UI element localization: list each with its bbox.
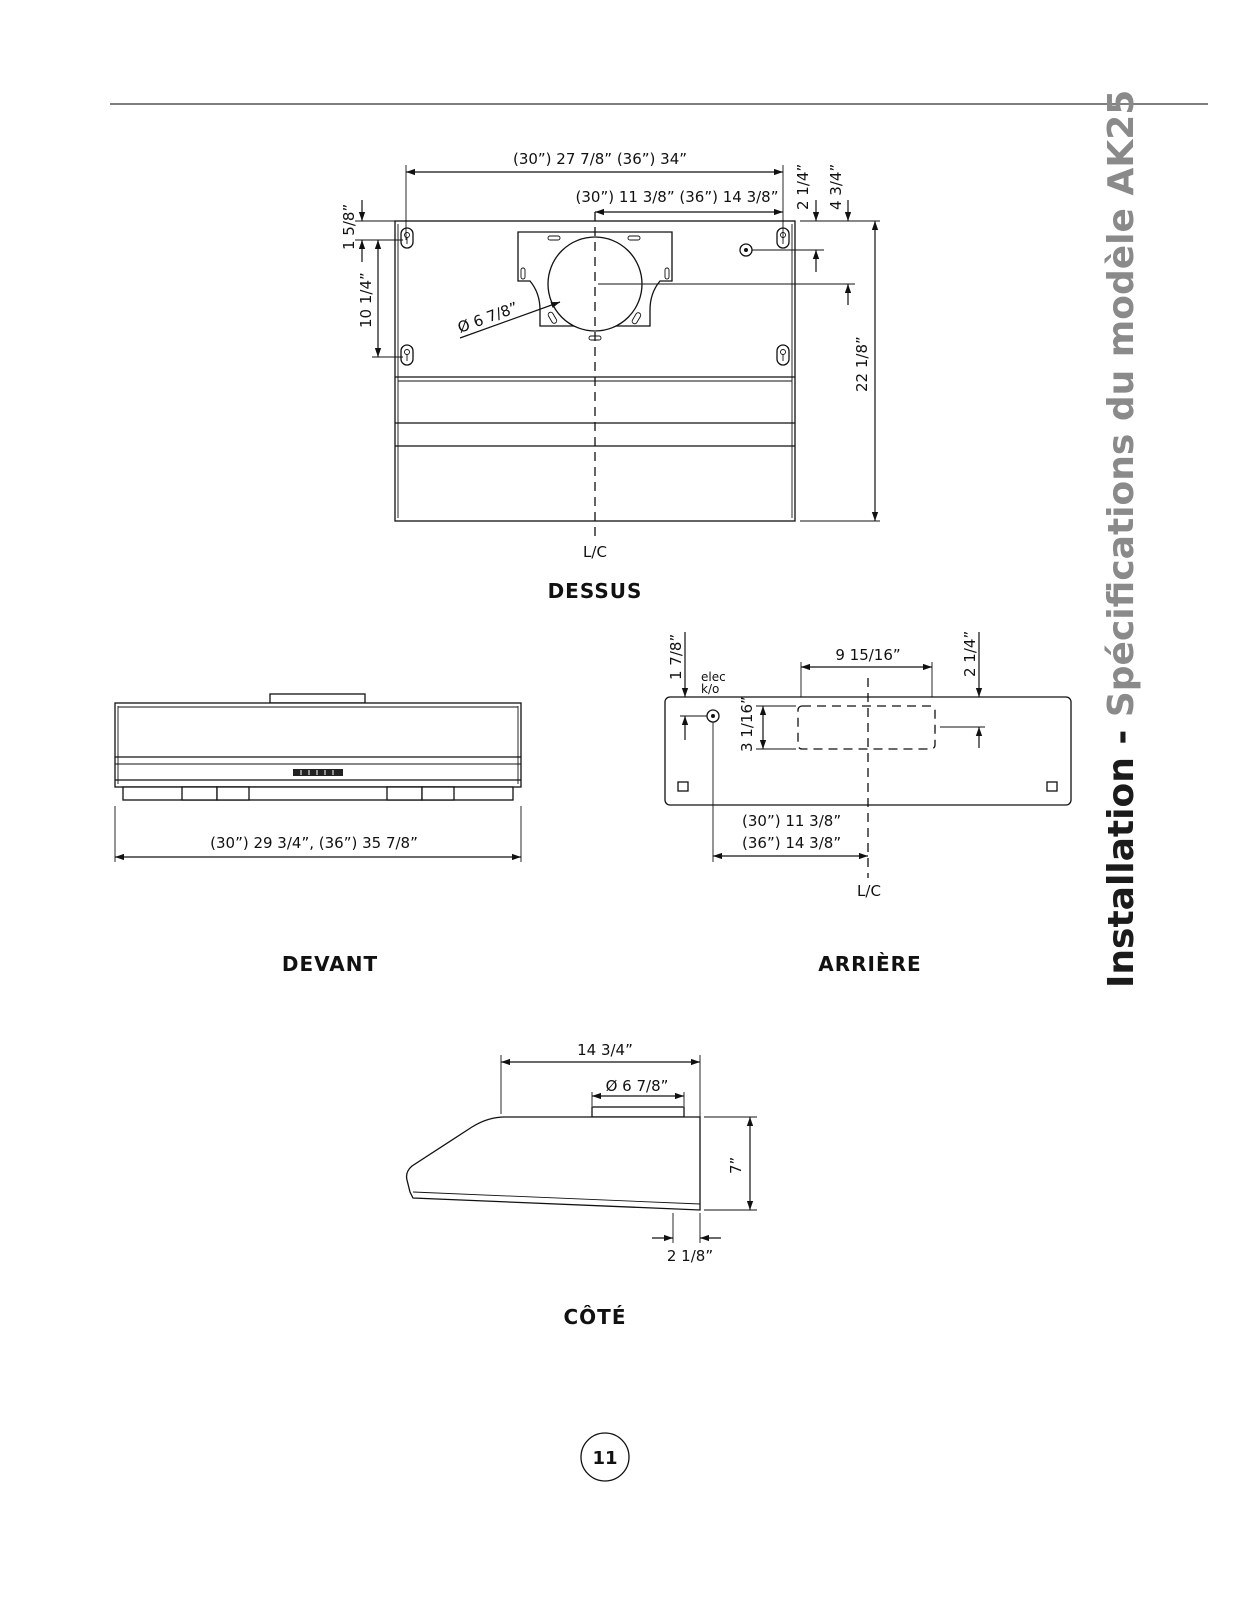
back-centerline-label: L/C [857,882,881,900]
front-view: (30”) 29 3/4”, (36”) 35 7/8” DEVANT [114,693,522,976]
front-duct-collar [269,693,366,704]
side-title-part2: Spécifications du modèle AK25 [1101,90,1142,718]
back-view: L/C elec k/o 9 15/16” 1 7/8” 2 1/4” 3 1/… [664,631,1072,976]
dim-side-duct-label: Ø 6 7/8” [606,1077,669,1095]
dim-elec-offset-30-label: (30”) 11 3/8” [742,812,841,830]
dim-9-15-16-label: 9 15/16” [835,646,900,664]
elec-label-2: k/o [701,682,719,696]
dim-10-1-4-label: 10 1/4” [357,272,375,328]
control-buttons-icon [293,769,343,776]
back-view-title: ARRIÈRE [818,952,921,976]
top-view: L/C (30”) 27 7/8” (36”) 34” (30”) 11 3/8… [340,150,880,603]
dim-2-1-4-label: 2 1/4” [794,164,812,210]
dim-center-to-side-label: (30”) 11 3/8” (36”) 14 3/8” [576,188,779,206]
side-title-part1: Installation - [1101,717,1142,988]
dim-1-7-8-label: 1 7/8” [667,634,685,680]
dim-7-label: 7” [727,1157,745,1174]
dim-3-1-16-label: 3 1/16” [738,696,756,752]
dim-14-3-4-label: 14 3/4” [577,1041,633,1059]
side-title: Installation - Spécifications du modèle … [1101,90,1142,988]
dim-elec-offset-36-label: (36”) 14 3/8” [742,834,841,852]
dim-1-5-8-label: 1 5/8” [340,204,358,250]
side-duct-collar [591,1106,685,1118]
side-view: 14 3/4” Ø 6 7/8” 7” 2 1/8” CÔTÉ [405,1041,757,1329]
keyhole-slot-icon [400,227,790,366]
side-view-title: CÔTÉ [564,1305,627,1329]
dim-back-2-1-4-label: 2 1/4” [961,631,979,677]
elec-label-1: elec [701,670,726,684]
page-number-badge: 11 [580,1432,630,1482]
dim-22-1-8-label: 22 1/8” [853,336,871,392]
dim-overall-width-label: (30”) 27 7/8” (36”) 34” [513,150,687,168]
front-light-icon [181,786,218,801]
dim-2-1-8-label: 2 1/8” [667,1247,713,1265]
page-number: 11 [592,1448,617,1469]
dim-4-3-4-label: 4 3/4” [827,164,845,210]
side-body [405,1116,701,1211]
top-view-title: DESSUS [548,579,643,603]
dim-front-width-label: (30”) 29 3/4”, (36”) 35 7/8” [210,834,418,852]
front-view-title: DEVANT [282,952,378,976]
top-centerline-label: L/C [583,543,607,561]
back-duct-knockout [797,705,936,750]
